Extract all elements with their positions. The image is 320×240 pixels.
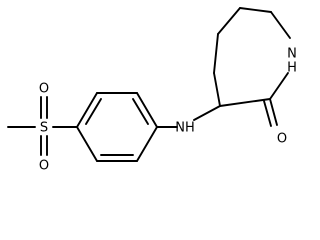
azepane-bond-2	[213, 33, 219, 74]
azepane-bond-3	[217, 7, 241, 35]
azepane-bond-1	[213, 72, 221, 107]
azepane-bond-7	[219, 98, 271, 107]
benzene-double-bond-1	[85, 98, 102, 125]
benzene-double-bond-2	[132, 98, 149, 125]
sulfonyl-oxygen-bottom-label: O	[39, 159, 49, 174]
carbonyl-bond-a	[269, 98, 278, 126]
benzene-bond-6	[76, 126, 98, 162]
molecule-structure: S O O NH N H O	[7, 7, 297, 174]
carbonyl-bond-b	[263, 100, 272, 127]
carbonyl-oxygen-label: O	[277, 132, 287, 147]
bond-amine-azepane	[193, 105, 221, 121]
benzene-bond-1	[76, 92, 98, 128]
azepane-bond-6	[269, 72, 289, 100]
ring-nh-h-label: H	[287, 61, 297, 76]
ring-nh-n-label: N	[287, 47, 297, 62]
azepane-bond-5	[270, 11, 291, 39]
sulfonyl-oxygen-top-label: O	[39, 82, 49, 97]
benzene-bond-4	[136, 126, 158, 162]
azepane-bond-4	[239, 7, 272, 13]
amine-nh-label: NH	[175, 121, 195, 136]
benzene-bond-3	[136, 92, 158, 128]
sulfur-label: S	[40, 121, 48, 136]
